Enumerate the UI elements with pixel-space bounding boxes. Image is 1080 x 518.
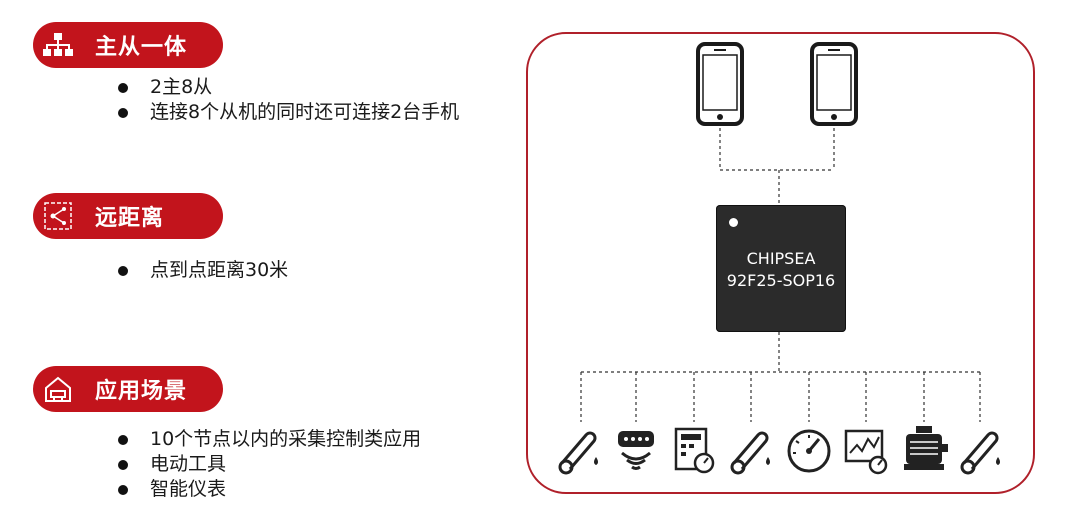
list-item: 电动工具 [118,452,421,477]
section-title: 应用场景 [95,379,188,404]
list-item: 智能仪表 [118,477,421,502]
chip-model-label: 92F25-SOP16 [726,271,836,290]
bullet-list-master-slave: 2主8从 连接8个从机的同时还可连接2台手机 [118,75,459,125]
network-diagram [558,42,1000,475]
chip-brand-label: CHIPSEA [746,249,816,268]
section-title: 主从一体 [95,35,188,60]
thermometer-humidity-icon [960,431,1000,475]
list-item: 2主8从 [118,75,459,100]
section-title: 远距离 [95,206,165,231]
chip-module: CHIPSEA 92F25-SOP16 [716,205,846,332]
diagram-frame [526,32,1035,494]
section-pill-applications: 应用场景 [33,366,223,412]
thermometer-humidity-icon [558,431,598,475]
connection-lines [580,128,981,422]
network-nodes-icon [33,193,83,239]
hierarchy-icon [33,22,83,68]
list-item: 10个节点以内的采集控制类应用 [118,427,421,452]
wireless-sensor-icon [618,431,654,470]
electric-motor-icon [904,426,948,470]
thermometer-humidity-icon [730,431,770,475]
bullet-list-applications: 10个节点以内的采集控制类应用 电动工具 智能仪表 [118,427,421,502]
monitor-chart-icon [844,429,888,475]
bullet-list-long-range: 点到点距离30米 [118,258,288,283]
pin1-marker [729,218,738,227]
list-item: 点到点距离30米 [118,258,288,283]
section-pill-master-slave: 主从一体 [33,22,223,68]
home-sofa-icon [33,366,83,412]
smartphone-icon [696,42,744,126]
list-item: 连接8个从机的同时还可连接2台手机 [118,100,459,125]
meter-gauge-icon [674,427,715,474]
gauge-dial-icon [787,429,831,473]
section-pill-long-range: 远距离 [33,193,223,239]
smartphone-icon [810,42,858,126]
